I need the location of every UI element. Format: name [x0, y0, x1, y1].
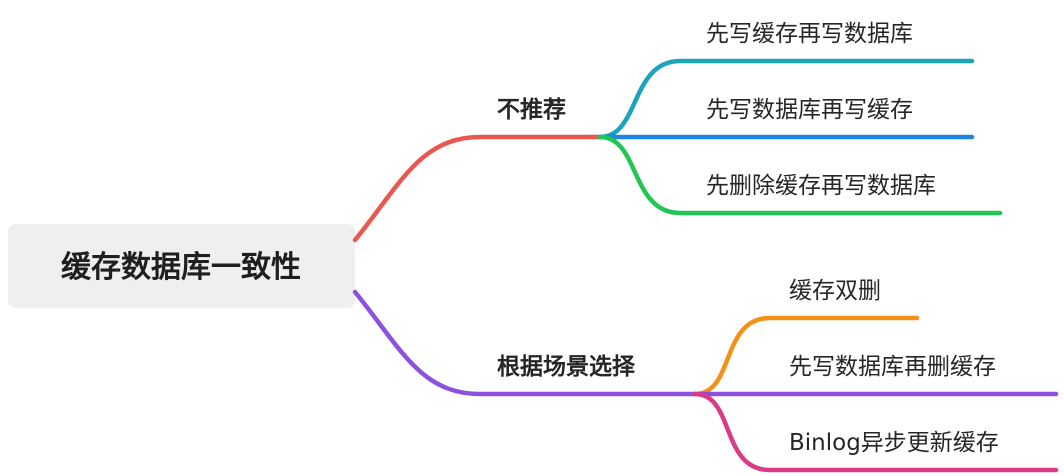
link-to-leaf-write-cache-then-db: [597, 58, 975, 140]
link-to-leaf-binlog-async: [692, 391, 1059, 473]
link-root-to-branch-not-recommended: [352, 134, 603, 243]
leaf-binlog-async-update-cache[interactable]: Binlog异步更新缓存: [789, 430, 999, 456]
leaf-write-db-then-delete-cache[interactable]: 先写数据库再删缓存: [789, 354, 996, 380]
branch-node-scenario[interactable]: 根据场景选择: [497, 354, 636, 380]
link-root-to-branch-scenario: [352, 289, 698, 397]
branch-node-not-recommended[interactable]: 不推荐: [497, 97, 566, 123]
leaf-double-delete[interactable]: 缓存双删: [789, 278, 881, 304]
leaf-write-db-then-cache[interactable]: 先写数据库再写缓存: [706, 97, 913, 123]
link-to-leaf-delete-cache-then-write-db: [597, 134, 1003, 216]
link-to-leaf-double-delete: [692, 315, 920, 397]
branch-label-not-recommended: 不推荐: [497, 97, 566, 123]
root-node[interactable]: 缓存数据库一致性: [8, 224, 355, 308]
leaf-delete-cache-then-write-db[interactable]: 先删除缓存再写数据库: [706, 173, 936, 199]
root-node-background: [8, 224, 355, 308]
leaf-write-cache-then-db[interactable]: 先写缓存再写数据库: [706, 21, 913, 47]
root-node-label: 缓存数据库一致性: [61, 250, 301, 285]
branch-label-scenario: 根据场景选择: [497, 354, 636, 380]
